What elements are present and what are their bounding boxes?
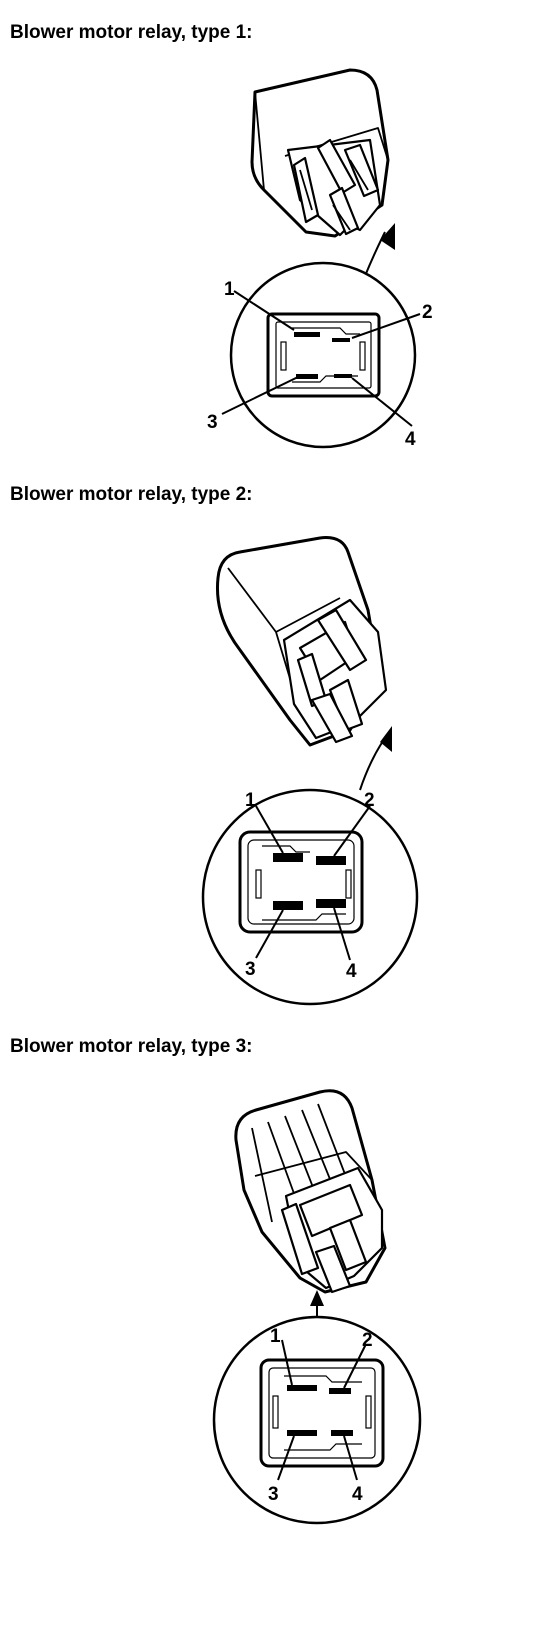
terminal-2-pin	[332, 338, 350, 342]
relay-type-3-diagram: 1 2 3 4	[212, 1089, 422, 1525]
relay-type-3-title: Blower motor relay, type 3:	[10, 1036, 253, 1057]
terminal-1-label: 1	[224, 279, 235, 300]
terminal-2-pin	[329, 1388, 351, 1394]
terminal-2-label: 2	[364, 790, 375, 811]
terminal-1-pin	[287, 1385, 317, 1391]
relay-type-2-title: Blower motor relay, type 2:	[10, 484, 253, 505]
terminal-4-label: 4	[346, 961, 357, 982]
terminal-3-pin	[273, 901, 303, 910]
relay-type-1-diagram: 1 2 3 4	[207, 68, 433, 450]
terminal-1-label: 1	[270, 1326, 281, 1347]
relay-type-1-title: Blower motor relay, type 1:	[10, 22, 253, 43]
relay-type-3-pin-view: 1 2 3 4	[212, 1315, 422, 1525]
relay-type-1-body	[250, 68, 390, 238]
view-direction-arrow-icon	[310, 1290, 324, 1306]
terminal-3-pin	[287, 1430, 317, 1436]
terminal-4-pin	[331, 1430, 353, 1436]
relay-type-2-diagram: 1 2 3 4	[201, 536, 419, 1006]
terminal-3-label: 3	[268, 1484, 279, 1505]
terminal-3-pin	[296, 374, 318, 379]
terminal-2-pin	[316, 856, 346, 865]
terminal-2-label: 2	[422, 302, 433, 323]
terminal-1-pin	[294, 332, 320, 337]
relay-type-2-body	[215, 536, 388, 747]
relay-type-2-pin-view: 1 2 3 4	[201, 788, 419, 1006]
terminal-3-label: 3	[245, 959, 256, 980]
relay-type-1-pin-view: 1 2 3 4	[207, 261, 433, 450]
view-direction-arrow-icon	[380, 726, 392, 752]
terminal-4-label: 4	[352, 1484, 363, 1505]
view-direction-arrow-icon	[380, 223, 395, 250]
relay-type-3-body	[234, 1089, 387, 1294]
terminal-4-label: 4	[405, 429, 416, 450]
terminal-1-pin	[273, 853, 303, 862]
terminal-3-label: 3	[207, 412, 218, 433]
terminal-4-pin	[316, 899, 346, 908]
terminal-2-label: 2	[362, 1330, 373, 1351]
terminal-1-label: 1	[245, 790, 256, 811]
terminal-4-pin	[334, 374, 352, 378]
